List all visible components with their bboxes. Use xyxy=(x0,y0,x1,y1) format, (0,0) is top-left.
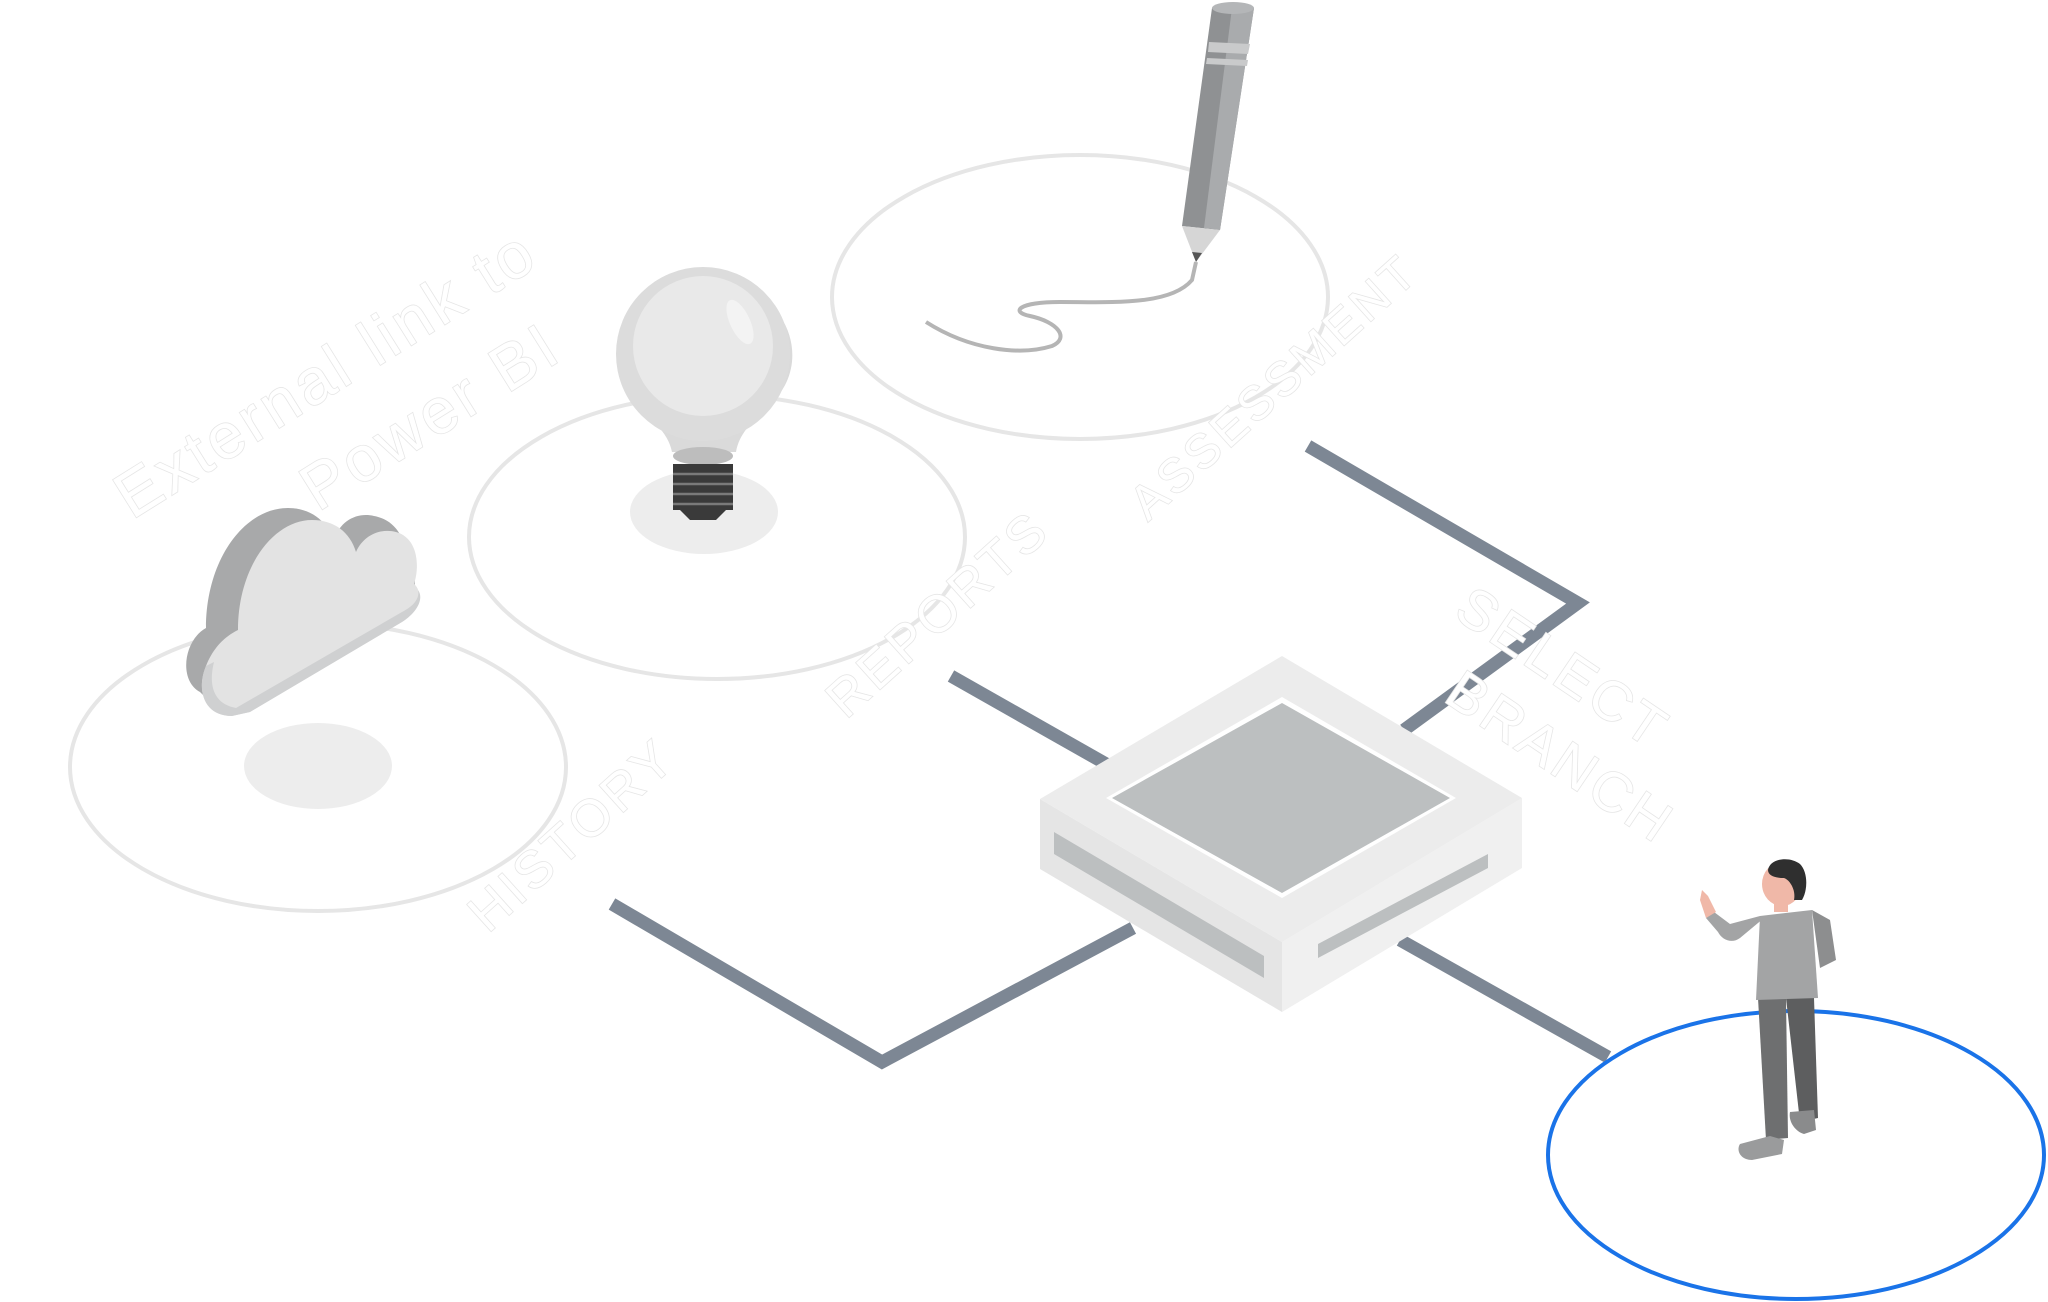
connector-lines xyxy=(608,440,1612,1070)
connector-history xyxy=(608,898,1137,1070)
connector-branch xyxy=(1396,934,1612,1063)
connector-assessment xyxy=(1304,440,1590,736)
lightbulb-icon xyxy=(616,267,793,520)
connector-reports xyxy=(947,670,1112,771)
history-pad xyxy=(244,723,392,809)
pencil-icon xyxy=(1182,2,1254,262)
scribble-line xyxy=(924,261,1198,353)
person-icon xyxy=(1700,859,1836,1160)
reports-platform[interactable] xyxy=(467,267,967,681)
server-hub-icon[interactable] xyxy=(1040,656,1522,1012)
cloud-icon xyxy=(186,508,421,716)
assessment-platform[interactable] xyxy=(830,2,1330,441)
history-platform[interactable] xyxy=(68,508,568,913)
